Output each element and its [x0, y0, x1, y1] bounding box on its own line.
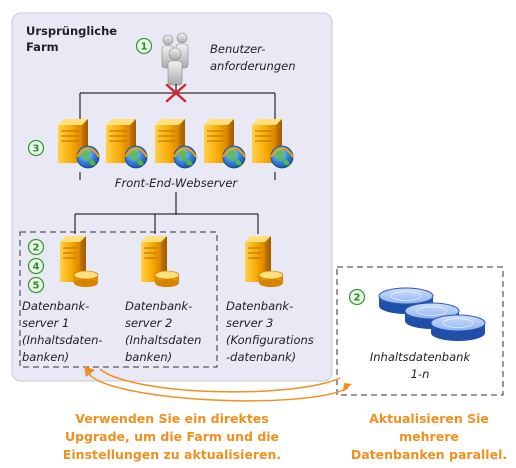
svg-text:4: 4 [33, 262, 40, 273]
users-icon [161, 32, 189, 86]
farm-title-line2: Farm [26, 40, 59, 54]
farm-container [11, 12, 333, 382]
db-server-1 [60, 236, 86, 282]
db-server-2-label: Datenbank- server 2 (Inhaltsdaten banken… [125, 299, 201, 364]
database-icon [73, 270, 99, 287]
svg-text:server 2: server 2 [125, 316, 172, 330]
svg-text:(Inhaltsdaten: (Inhaltsdaten [125, 333, 201, 347]
svg-text:1: 1 [141, 42, 148, 53]
svg-text:5: 5 [33, 281, 40, 292]
svg-text:Upgrade, um die Farm und die: Upgrade, um die Farm und die [65, 429, 279, 444]
globe-icon [124, 145, 148, 169]
svg-text:Verwenden Sie ein direktes: Verwenden Sie ein direktes [75, 411, 268, 426]
database-icon [258, 270, 284, 287]
red-x-icon [165, 83, 187, 103]
web-server-row [58, 119, 294, 169]
disk-icon [430, 314, 486, 341]
svg-text:(Inhaltsdaten-: (Inhaltsdaten- [22, 333, 103, 347]
db-server-1-label: Datenbank- server 1 (Inhaltsdaten- banke… [22, 299, 103, 364]
database-stack-icon [378, 287, 486, 341]
svg-text:(Konfigurations: (Konfigurations [226, 333, 314, 347]
globe-icon [270, 145, 294, 169]
database-icon [154, 270, 180, 287]
web-to-db-connectors [74, 172, 276, 234]
svg-text:Datenbanken parallel.: Datenbanken parallel. [351, 447, 507, 462]
users-label-line1: Benutzer- [210, 42, 265, 56]
db-server-2 [141, 236, 167, 282]
svg-text:banken): banken) [125, 350, 172, 364]
db-server-3-label: Datenbank- server 3 (Konfigurations -dat… [226, 299, 314, 364]
svg-text:server 1: server 1 [22, 316, 69, 330]
svg-text:2: 2 [354, 293, 361, 304]
svg-text:Aktualisieren Sie: Aktualisieren Sie [369, 411, 489, 426]
svg-text:Datenbank-: Datenbank- [22, 299, 89, 313]
svg-text:mehrere: mehrere [399, 429, 459, 444]
step-2-badge-right: 2 [348, 288, 366, 306]
webservers-label: Front-End-Webserver [115, 176, 239, 190]
svg-text:3: 3 [33, 144, 40, 155]
svg-text:Datenbank-: Datenbank- [226, 299, 293, 313]
note-parallel-databases: Aktualisieren Sie mehrere Datenbanken pa… [351, 411, 507, 462]
users-label-line2: anforderungen [210, 59, 296, 73]
db-server-3 [245, 236, 271, 282]
svg-text:banken): banken) [22, 350, 69, 364]
globe-icon [173, 145, 197, 169]
svg-text:-datenbank): -datenbank) [226, 350, 296, 364]
content-db-label-line1: Inhaltsdatenbank [370, 350, 472, 364]
content-db-label-line2: 1-n [411, 367, 430, 381]
svg-text:2: 2 [33, 243, 40, 254]
globe-icon [76, 145, 100, 169]
step-1-badge: 1 [135, 37, 153, 55]
selected-db-servers-frame [19, 231, 218, 368]
farm-title-line1: Ursprüngliche [26, 24, 117, 38]
upgrade-arrows [87, 368, 349, 402]
globe-icon [222, 145, 246, 169]
db-server-row [60, 236, 284, 287]
arrowheads [84, 366, 352, 392]
step-3-badge: 3 [27, 139, 45, 157]
db-step-badges: 2 4 5 [27, 238, 45, 294]
note-direct-upgrade: Verwenden Sie ein direktes Upgrade, um d… [63, 411, 281, 462]
svg-text:server 3: server 3 [226, 316, 273, 330]
svg-text:Einstellungen zu aktualisieren: Einstellungen zu aktualisieren. [63, 447, 281, 462]
svg-text:Datenbank-: Datenbank- [125, 299, 192, 313]
